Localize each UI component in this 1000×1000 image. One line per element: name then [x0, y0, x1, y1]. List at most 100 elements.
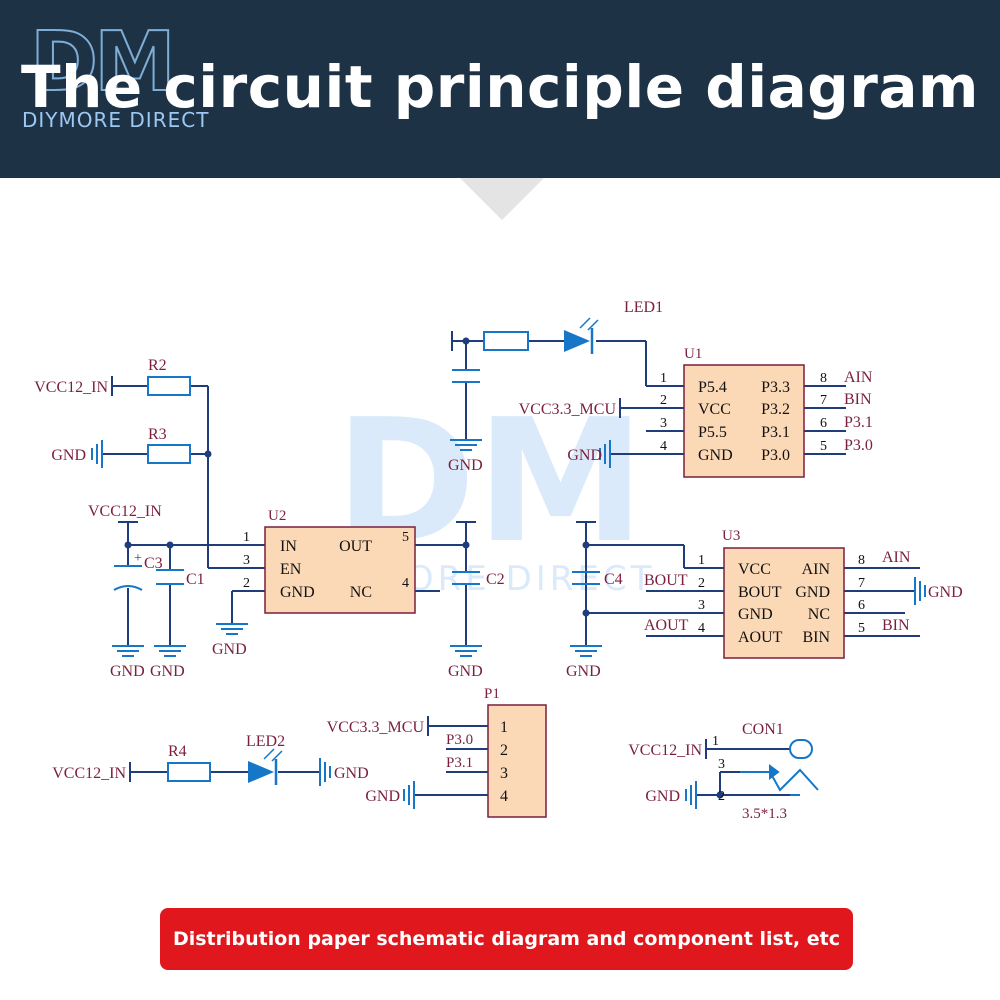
wires [112, 331, 920, 796]
u1-pin-label: P3.3 [761, 379, 790, 396]
net-label: GND [448, 663, 483, 680]
page-title: The circuit principle diagram [21, 53, 979, 121]
pin-number: 4 [660, 439, 667, 454]
brand-logo: DM [29, 15, 177, 110]
pin-number: 8 [820, 371, 827, 386]
polarity-plus: + [134, 551, 142, 566]
net-label: GND [645, 788, 680, 805]
u1-pin-label: P5.4 [698, 379, 727, 396]
net-label: P3.0 [446, 732, 473, 748]
resistor-label: R3 [148, 426, 167, 443]
u1-pin-label: VCC [698, 401, 731, 418]
ground-icon [309, 757, 331, 787]
ground-icon [569, 635, 603, 657]
pin-number: 1 [243, 530, 250, 545]
ic-u2 [264, 526, 416, 614]
led2-symbol [248, 748, 283, 785]
capacitor-label: C2 [486, 571, 505, 588]
pin-number: 4 [698, 621, 705, 636]
ic-u2-name: U2 [268, 508, 286, 524]
u1-pin-label: P3.2 [761, 401, 790, 418]
u1-pin-label: P5.5 [698, 424, 727, 441]
capacitor-label: C1 [186, 571, 205, 588]
resistor-label: R2 [148, 357, 167, 374]
pin-number: 1 [500, 719, 508, 736]
led-label: LED2 [246, 733, 285, 750]
net-label: VCC12_IN [628, 742, 702, 759]
ic-u3 [723, 547, 845, 659]
net-label: AIN [882, 549, 911, 566]
net-label: VCC3.3_MCU [327, 719, 425, 736]
u3-pin-label: GND [738, 606, 773, 623]
pin-number: 2 [660, 393, 667, 408]
net-label: VCC12_IN [34, 379, 108, 396]
down-arrow-icon [460, 178, 544, 220]
ground-icon [449, 635, 483, 657]
capacitors [113, 369, 600, 591]
net-label: VCC12_IN [52, 765, 126, 782]
pin-number: 6 [858, 598, 865, 613]
connector-p1 [487, 704, 547, 818]
u3-pin-label: GND [795, 584, 830, 601]
pin-number: 4 [500, 788, 508, 805]
connector-con1-name: CON1 [742, 721, 784, 738]
pin-number: 2 [500, 742, 508, 759]
schematic-labels: VCC12_IN R2 GND R3 VCC12_IN C3 C1 GND GN… [34, 299, 962, 822]
net-label: P3.1 [844, 414, 873, 431]
u2-pin-label: OUT [339, 538, 372, 555]
pin-number: 5 [820, 439, 827, 454]
brand-logo-text: DIYMORE DIRECT [22, 108, 210, 132]
net-label: AOUT [644, 617, 689, 634]
ic-u3-name: U3 [722, 528, 740, 544]
net-label: GND [334, 765, 369, 782]
ground-icon [904, 576, 926, 606]
pin-number: 1 [660, 371, 667, 386]
ground-icon [111, 635, 145, 657]
pin-number: 3 [718, 757, 725, 772]
net-label: GND [212, 641, 247, 658]
resistor-r2 [147, 376, 191, 396]
pin-number: 5 [858, 621, 865, 636]
u2-pin-label: GND [280, 584, 315, 601]
pin-number: 6 [820, 416, 827, 431]
net-label: GND [365, 788, 400, 805]
net-label: GND [150, 663, 185, 680]
ground-icon [91, 439, 113, 469]
net-label: BIN [882, 617, 910, 634]
pin-number: 4 [402, 576, 409, 591]
net-label: VCC12_IN [88, 503, 162, 520]
u3-pin-label: BIN [802, 629, 830, 646]
resistor-r4 [167, 762, 211, 782]
u3-pin-label: NC [808, 606, 830, 623]
ic-bodies [264, 364, 845, 818]
ic-u1 [683, 364, 805, 478]
audio-jack-con1 [740, 739, 819, 796]
u1-pin-label: P3.1 [761, 424, 790, 441]
ground-icon [153, 635, 187, 657]
capacitor-label: C3 [144, 555, 163, 572]
footer-banner-text: Distribution paper schematic diagram and… [172, 928, 841, 950]
net-label: BIN [844, 391, 872, 408]
pin-number: 2 [718, 789, 725, 804]
net-label: GND [928, 584, 963, 601]
pin-number: 7 [820, 393, 827, 408]
u1-pin-label: GND [698, 447, 733, 464]
ground-icon [403, 780, 425, 810]
pin-number: 2 [243, 576, 250, 591]
net-label: P3.1 [446, 755, 473, 771]
pin-number: 3 [500, 765, 508, 782]
header-bar: DM DIYMORE DIRECT The circuit principle … [0, 0, 1000, 178]
pin-number: 2 [698, 576, 705, 591]
net-label: GND [110, 663, 145, 680]
pin-number: 3 [243, 553, 250, 568]
net-label: BOUT [644, 572, 688, 589]
connector-p1-name: P1 [484, 686, 500, 702]
capacitor-label: C4 [604, 571, 623, 588]
u2-pin-label: IN [280, 538, 297, 555]
pin-number: 1 [712, 734, 719, 749]
pin-number: 1 [698, 553, 705, 568]
net-label: AIN [844, 369, 873, 386]
resistor-label: R4 [168, 743, 187, 760]
net-label: GND [567, 447, 602, 464]
